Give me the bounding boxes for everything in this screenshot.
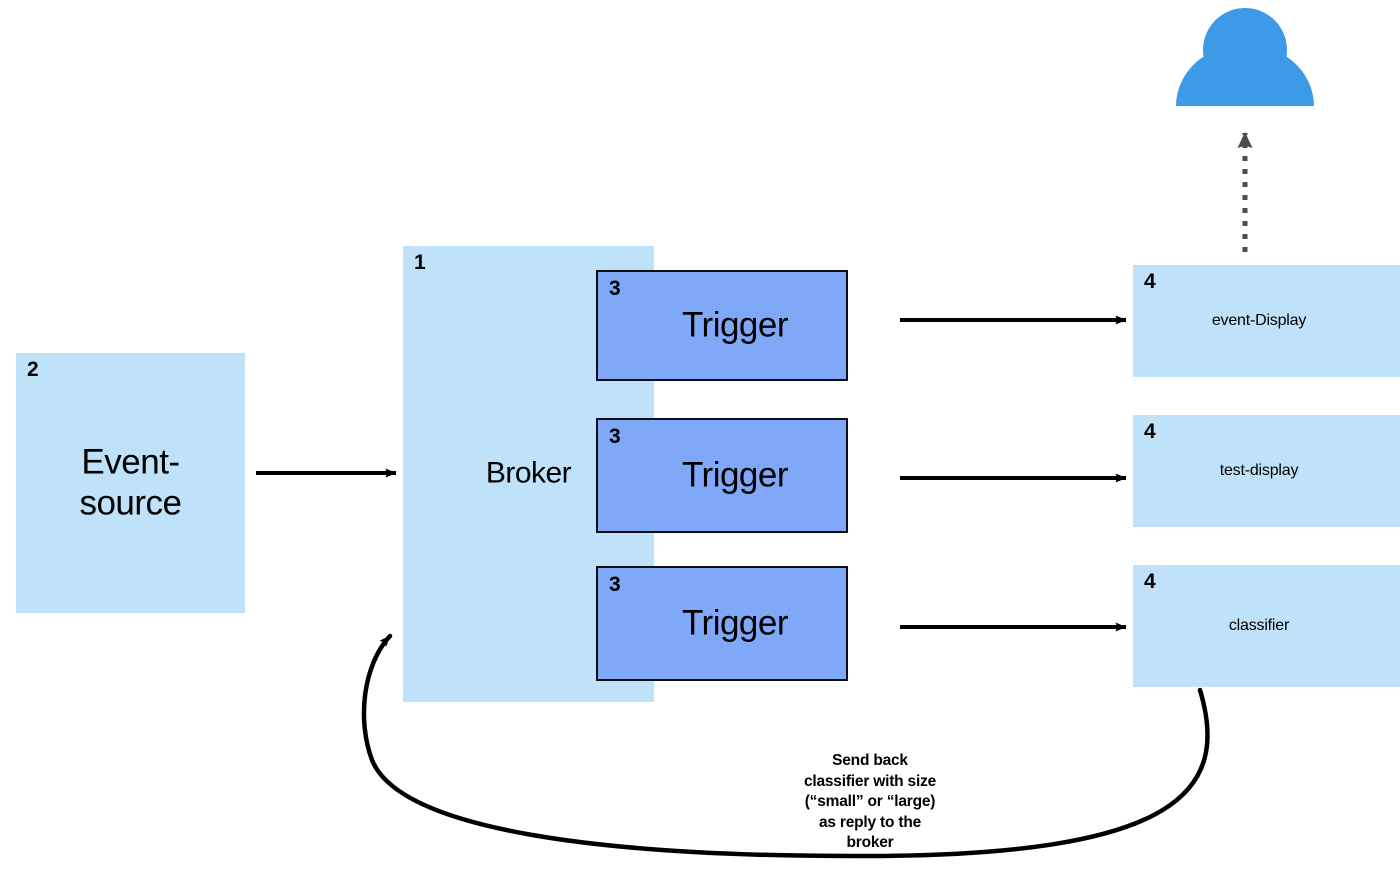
trigger-2-number: 3 (609, 425, 621, 448)
trigger-2-label: Trigger (681, 455, 789, 495)
broker-number: 1 (414, 251, 426, 274)
trigger-3-label: Trigger (681, 603, 789, 643)
event-source-number: 2 (27, 358, 39, 381)
broker-label: Broker (485, 456, 572, 490)
classifier-number: 4 (1144, 570, 1156, 593)
node-event-source[interactable]: 2 Event- source (16, 353, 245, 613)
event-display-label: event-Display (1211, 312, 1307, 329)
trigger-1-label: Trigger (681, 305, 789, 345)
node-trigger-3[interactable]: 3 Trigger (596, 566, 848, 681)
trigger-3-number: 3 (609, 573, 621, 596)
user-icon (1176, 8, 1314, 106)
event-source-label: Event- source (79, 442, 182, 522)
reply-annotation: Send back classifier with size (“small” … (803, 752, 937, 852)
node-event-display[interactable]: 4 event-Display (1133, 265, 1400, 377)
node-trigger-1[interactable]: 3 Trigger (596, 270, 848, 381)
classifier-label: classifier (1228, 617, 1290, 634)
trigger-1-number: 3 (609, 277, 621, 300)
test-display-label: test-display (1219, 462, 1299, 479)
node-trigger-2[interactable]: 3 Trigger (596, 418, 848, 533)
node-test-display[interactable]: 4 test-display (1133, 415, 1400, 527)
event-display-number: 4 (1144, 270, 1156, 293)
node-classifier[interactable]: 4 classifier (1133, 565, 1400, 687)
test-display-number: 4 (1144, 420, 1156, 443)
